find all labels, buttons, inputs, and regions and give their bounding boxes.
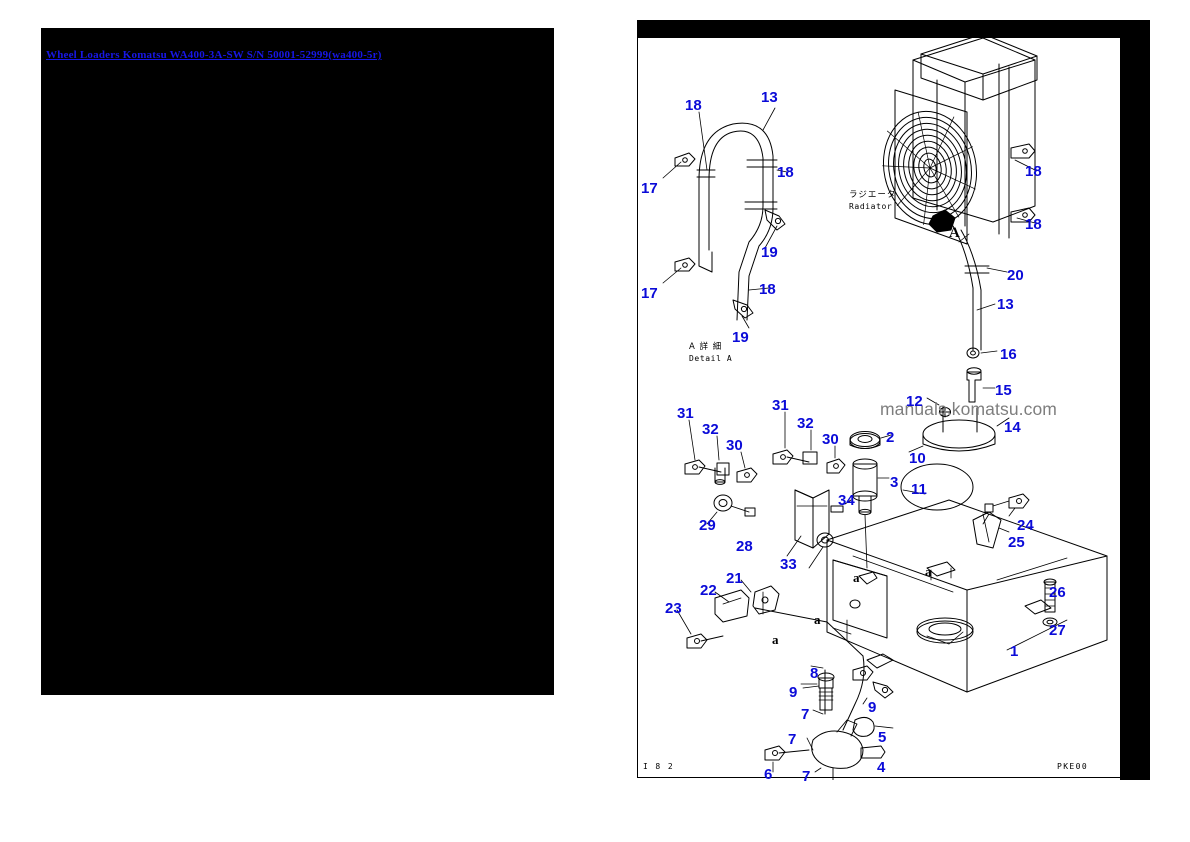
page-right-black-bar — [1120, 20, 1150, 780]
callout-number-22: 22 — [700, 582, 717, 599]
callout-number-11: 11 — [911, 481, 927, 498]
callout-number-3: 3 — [890, 474, 899, 491]
page-border — [637, 20, 1148, 778]
callout-number-17: 17 — [641, 285, 658, 302]
callout-number-10: 10 — [909, 450, 926, 467]
marker-a-1: a — [814, 612, 821, 627]
page-top-black-bar — [637, 20, 1150, 38]
marker-a-3: a — [853, 570, 860, 585]
document-preview-pane: Wheel Loaders Komatsu WA400-3A-SW S/N 50… — [41, 28, 554, 695]
callout-number-30: 30 — [726, 437, 743, 454]
callout-number-2: 2 — [886, 429, 895, 446]
callout-number-32: 32 — [702, 421, 719, 438]
callout-number-30: 30 — [822, 431, 839, 448]
radiator-label-english: Radiator — [849, 202, 893, 211]
callout-number-13: 13 — [761, 89, 778, 106]
callout-number-18: 18 — [1025, 163, 1042, 180]
callout-number-12: 12 — [906, 393, 923, 410]
callout-number-1: 1 — [1010, 643, 1019, 660]
detail-a-label-japanese: A 詳 細 — [689, 342, 723, 352]
callout-number-33: 33 — [780, 556, 797, 573]
callout-number-26: 26 — [1049, 584, 1066, 601]
callout-number-13: 13 — [997, 296, 1014, 313]
callout-number-5: 5 — [878, 729, 887, 746]
callout-number-8: 8 — [810, 665, 819, 682]
callout-number-24: 24 — [1017, 517, 1034, 534]
callout-number-19: 19 — [732, 329, 749, 346]
callout-number-21: 21 — [726, 570, 743, 587]
callout-number-7: 7 — [801, 706, 810, 723]
callout-number-16: 16 — [1000, 346, 1017, 363]
parts-diagram-page: ラジエータ Radiator A A 詳 細 Detail A a a a a … — [637, 20, 1150, 784]
callout-number-28: 28 — [736, 538, 753, 555]
section-letter-a: A — [949, 225, 960, 241]
callout-number-23: 23 — [665, 600, 682, 617]
callout-number-31: 31 — [677, 405, 694, 422]
callout-number-18: 18 — [685, 97, 702, 114]
footer-right-code: PKE00 — [1057, 762, 1089, 771]
radiator-label-japanese: ラジエータ — [849, 190, 897, 200]
callout-number-14: 14 — [1004, 419, 1021, 436]
callout-number-9: 9 — [789, 684, 798, 701]
callout-number-29: 29 — [699, 517, 716, 534]
document-title-link[interactable]: Wheel Loaders Komatsu WA400-3A-SW S/N 50… — [46, 49, 382, 61]
callout-number-4: 4 — [877, 759, 886, 776]
callout-number-9: 9 — [868, 699, 877, 716]
detail-a-label-english: Detail A — [689, 354, 733, 363]
callout-number-20: 20 — [1007, 267, 1024, 284]
callout-number-18: 18 — [777, 164, 794, 181]
watermark-text: manuals.komatsu.com — [880, 399, 1057, 419]
callout-number-34: 34 — [838, 492, 855, 509]
callout-number-18: 18 — [1025, 216, 1042, 233]
callout-number-31: 31 — [772, 397, 789, 414]
footer-left-code: I 8 2 — [643, 762, 675, 771]
callout-number-17: 17 — [641, 180, 658, 197]
callout-number-6: 6 — [764, 766, 773, 783]
marker-a-2: a — [772, 632, 779, 647]
callout-number-18: 18 — [759, 281, 776, 298]
technical-drawing — [662, 33, 1108, 780]
callout-number-19: 19 — [761, 244, 778, 261]
callout-number-25: 25 — [1008, 534, 1025, 551]
callout-number-15: 15 — [995, 382, 1012, 399]
marker-a-4: a — [925, 564, 932, 579]
callout-number-7: 7 — [788, 731, 797, 748]
callout-number-7: 7 — [802, 768, 811, 785]
callout-number-32: 32 — [797, 415, 814, 432]
callout-number-27: 27 — [1049, 622, 1066, 639]
